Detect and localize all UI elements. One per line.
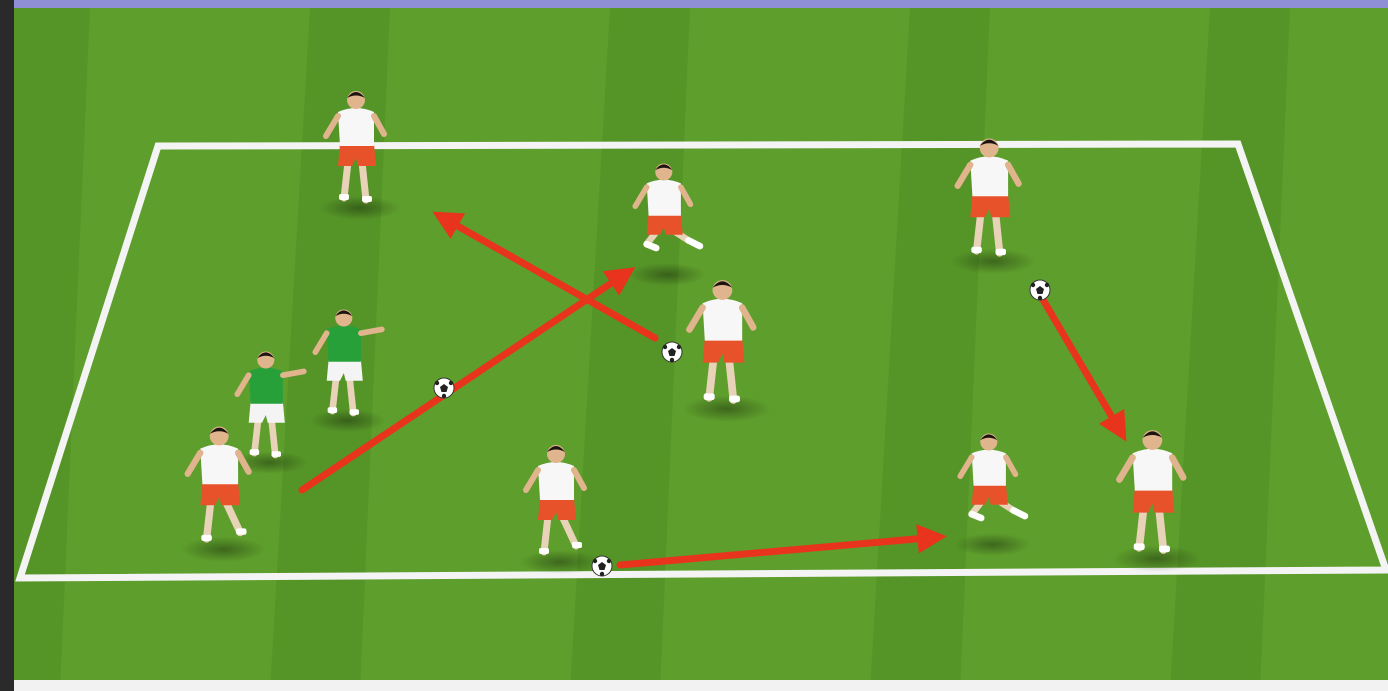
arrow-pass-2 — [432, 211, 659, 342]
arrow-pass-1 — [298, 267, 636, 494]
player-white-9 — [954, 433, 1031, 556]
player-white-2 — [629, 163, 706, 286]
player-white-1 — [320, 91, 400, 220]
soccer-ball-icon — [591, 555, 613, 577]
pitch-boundary — [15, 140, 1388, 582]
player-white-10 — [1112, 430, 1201, 572]
soccer-ball-icon — [661, 341, 683, 363]
soccer-ball-icon — [1029, 279, 1051, 301]
player-white-7 — [181, 426, 266, 562]
arrow-pass-4 — [1038, 294, 1127, 442]
player-white-4 — [682, 280, 771, 422]
balls — [433, 279, 1051, 577]
pass-arrows — [298, 211, 1127, 569]
arrow-pass-3 — [616, 524, 947, 569]
player-white-8 — [520, 445, 600, 574]
soccer-ball-icon — [433, 377, 455, 399]
player-green-6 — [309, 309, 386, 432]
player-green-5 — [231, 351, 308, 474]
grass-stripe — [1170, 8, 1290, 691]
players — [181, 91, 1201, 574]
top-bar — [0, 0, 1388, 8]
player-white-3 — [951, 138, 1036, 274]
left-edge — [0, 0, 14, 691]
bottom-line — [14, 680, 1388, 691]
grass-stripe — [0, 8, 90, 691]
